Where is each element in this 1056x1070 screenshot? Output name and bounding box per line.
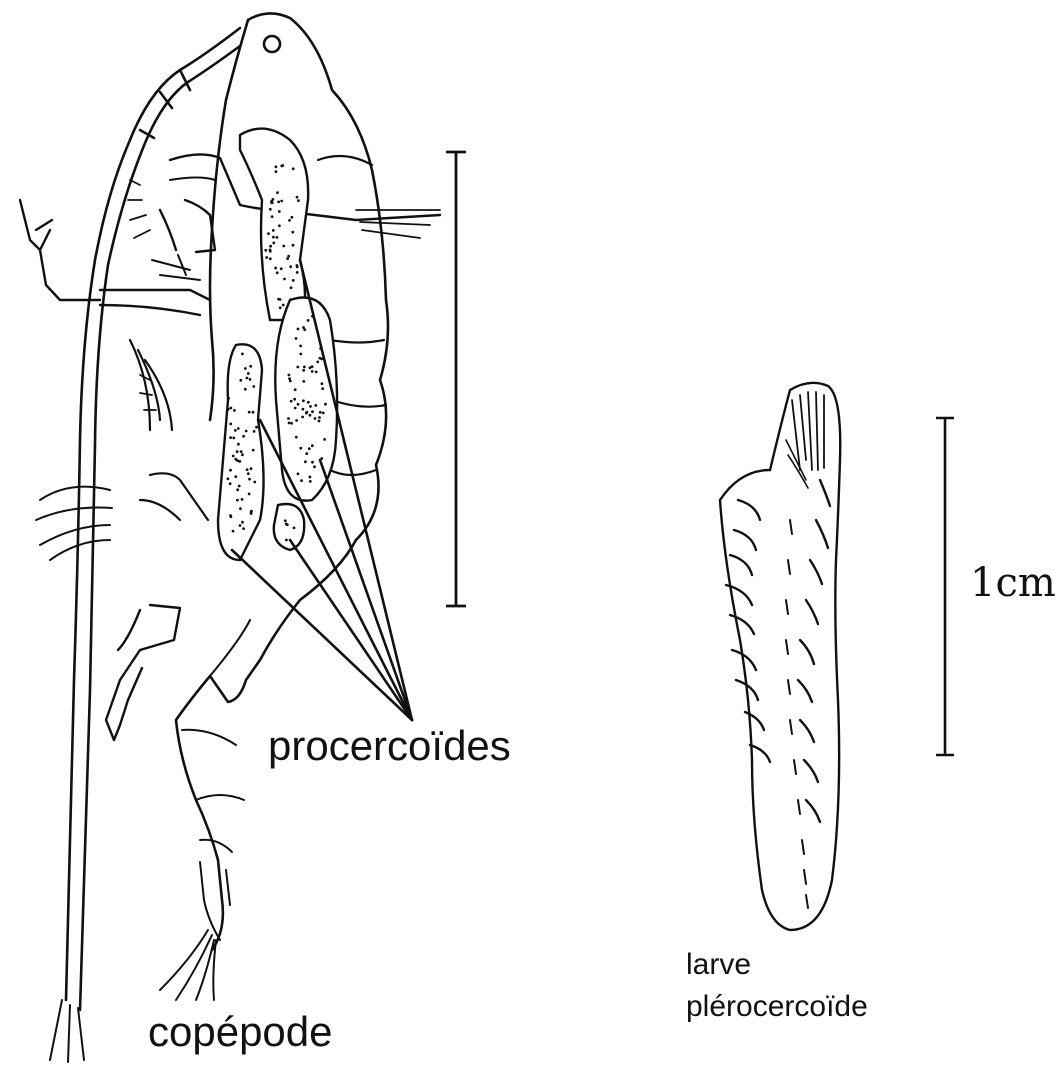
copepod-urosome bbox=[176, 600, 300, 950]
label-procercoides: procercoïdes bbox=[268, 722, 511, 770]
scale-bar-copepod bbox=[446, 152, 466, 606]
procercoid-4 bbox=[274, 504, 304, 550]
plerocercoid-larva bbox=[720, 383, 840, 930]
label-copepode: copépode bbox=[148, 1008, 333, 1056]
copepod-antennule bbox=[66, 28, 240, 1000]
larva-outline bbox=[720, 383, 840, 930]
label-plerocercoide: plérocercoïde bbox=[686, 990, 868, 1024]
procercoid-1 bbox=[240, 129, 308, 320]
scale-label-larva: 1cm bbox=[970, 560, 1056, 606]
scale-bar-larva bbox=[936, 418, 954, 755]
label-larve: larve bbox=[686, 948, 751, 982]
